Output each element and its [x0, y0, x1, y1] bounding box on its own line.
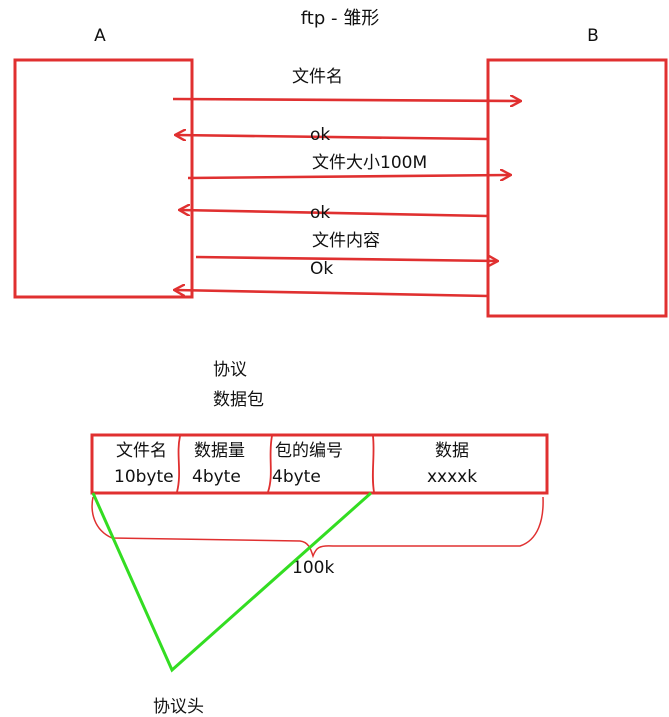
cell-filename-name: 文件名 [116, 441, 167, 461]
protocol-header-pointer [91, 491, 372, 673]
packet-heading: 数据包 [213, 390, 264, 410]
cell-data-size: xxxxk [427, 467, 477, 487]
protocol-header-label: 协议头 [153, 697, 204, 717]
cell-datalength-name: 数据量 [194, 441, 245, 461]
node-b-label: B [587, 26, 599, 46]
node-a-box [13, 58, 194, 299]
packet-divider-2 [267, 435, 273, 493]
packet-divider-1 [176, 435, 181, 493]
message-label-content: 文件内容 [312, 231, 380, 251]
cell-packetno-name: 包的编号 [275, 441, 343, 461]
diagram-title: ftp - 雏形 [301, 8, 379, 29]
message-arrow-ok-1 [176, 135, 489, 139]
message-arrow-ok-2 [180, 210, 489, 218]
message-arrow-content [195, 257, 497, 261]
message-arrow-filesize [187, 175, 510, 178]
message-label-ok-3: Ok [310, 259, 333, 279]
brace-label: 100k [292, 558, 334, 578]
message-arrow-filename [172, 99, 520, 101]
packet-table [90, 433, 549, 495]
message-label-filesize: 文件大小100M [312, 153, 427, 173]
message-arrow-ok-3 [175, 290, 489, 298]
packet-divider-3 [371, 435, 375, 493]
message-label-ok-1: ok [310, 125, 330, 145]
node-a-label: A [94, 26, 106, 46]
message-label-filename: 文件名 [292, 67, 343, 87]
cell-data-name: 数据 [435, 441, 469, 461]
protocol-heading: 协议 [213, 360, 247, 380]
cell-datalength-size: 4byte [192, 467, 241, 487]
packet-size-brace [91, 496, 544, 559]
node-b-box [486, 58, 668, 318]
cell-packetno-size: 4byte [272, 467, 321, 487]
message-label-ok-2: ok [310, 203, 330, 223]
cell-filename-size: 10byte [114, 467, 174, 487]
